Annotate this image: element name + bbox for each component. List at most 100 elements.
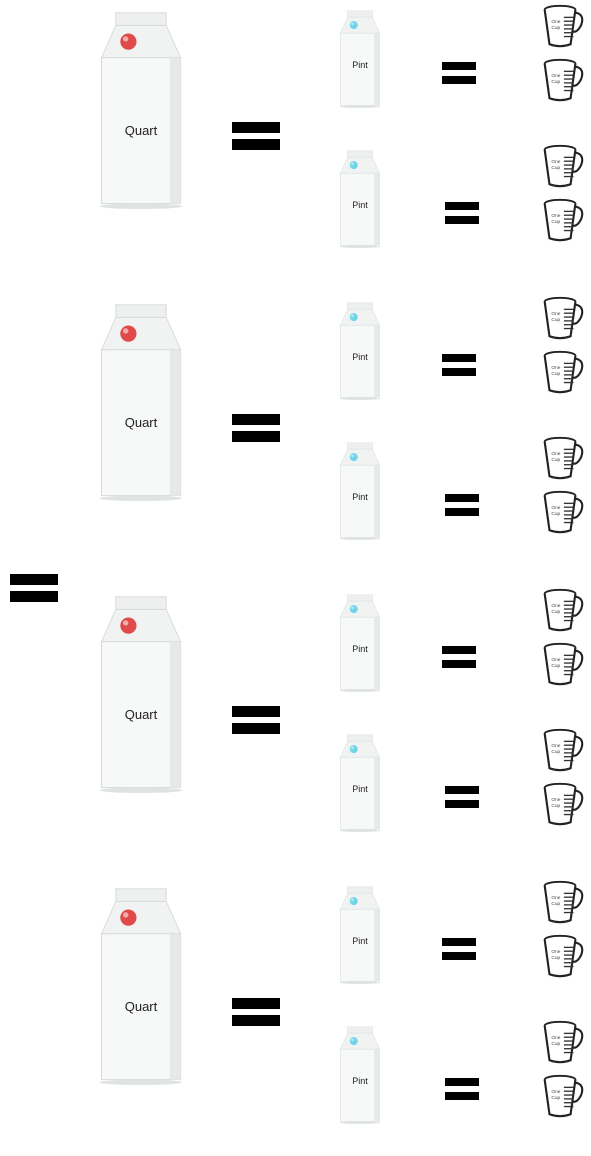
svg-text:Cup: Cup — [551, 803, 560, 809]
pint-carton-shape — [330, 594, 390, 692]
svg-text:Cup: Cup — [551, 79, 560, 85]
quart-carton-icon: Quart — [96, 886, 186, 1086]
svg-text:One: One — [551, 1035, 560, 1041]
pint-carton-shape — [330, 1026, 390, 1124]
svg-text:One: One — [551, 1089, 560, 1095]
pint-carton-shape — [330, 734, 390, 832]
svg-text:Cup: Cup — [551, 609, 560, 615]
svg-text:One: One — [551, 19, 560, 25]
pint-carton-icon: Pint — [330, 442, 390, 540]
pint-cap — [350, 161, 358, 169]
svg-text:One: One — [551, 797, 560, 803]
pint-carton-shape — [330, 10, 390, 108]
pint-carton-shape — [330, 886, 390, 984]
svg-text:One: One — [551, 895, 560, 901]
quart-carton-shape — [96, 10, 186, 210]
pint-cap — [350, 453, 358, 461]
pint-label: Pint — [330, 936, 390, 946]
quart-label: Quart — [96, 415, 186, 430]
svg-text:One: One — [551, 365, 560, 371]
svg-text:Cup: Cup — [551, 511, 560, 517]
svg-text:Cup: Cup — [551, 457, 560, 463]
pint-label: Pint — [330, 352, 390, 362]
quart-carton-icon: Quart — [96, 594, 186, 794]
equals-sign — [445, 786, 479, 808]
equals-sign — [442, 354, 476, 376]
svg-text:Cup: Cup — [551, 955, 560, 961]
pint-carton-shape — [330, 302, 390, 400]
svg-text:One: One — [551, 213, 560, 219]
pint-cap — [350, 313, 358, 321]
pint-label: Pint — [330, 784, 390, 794]
quart-cap — [120, 910, 136, 926]
svg-text:Cup: Cup — [551, 1095, 560, 1101]
equals-sign — [232, 706, 280, 734]
measuring-cup-icon: OneCup — [536, 56, 586, 104]
svg-text:Cup: Cup — [551, 901, 560, 907]
svg-text:Cup: Cup — [551, 663, 560, 669]
pint-carton-shape — [330, 442, 390, 540]
equals-sign — [442, 62, 476, 84]
quart-carton-icon: Quart — [96, 10, 186, 210]
svg-text:Cup: Cup — [551, 25, 560, 31]
svg-text:One: One — [551, 505, 560, 511]
pint-label: Pint — [330, 492, 390, 502]
quart-carton-shape — [96, 302, 186, 502]
pint-cap — [350, 897, 358, 905]
quart-carton-shape — [96, 886, 186, 1086]
svg-text:One: One — [551, 743, 560, 749]
pint-cap — [350, 21, 358, 29]
pint-carton-icon: Pint — [330, 10, 390, 108]
pint-label: Pint — [330, 644, 390, 654]
svg-text:One: One — [551, 73, 560, 79]
equals-sign — [445, 494, 479, 516]
quart-label: Quart — [96, 123, 186, 138]
quart-label: Quart — [96, 707, 186, 722]
quart-cap — [120, 618, 136, 634]
pint-carton-shape — [330, 150, 390, 248]
equals-sign — [442, 938, 476, 960]
equals-sign — [232, 998, 280, 1026]
quart-carton-shape — [96, 594, 186, 794]
pint-cap — [350, 745, 358, 753]
pint-label: Pint — [330, 1076, 390, 1086]
equals-sign — [232, 414, 280, 442]
svg-text:Cup: Cup — [551, 1041, 560, 1047]
quart-cap — [120, 34, 136, 50]
svg-text:One: One — [551, 451, 560, 457]
svg-text:One: One — [551, 311, 560, 317]
pint-carton-icon: Pint — [330, 734, 390, 832]
quart-carton-icon: Quart — [96, 302, 186, 502]
equals-sign — [442, 646, 476, 668]
pint-cap — [350, 1037, 358, 1045]
pint-carton-icon: Pint — [330, 594, 390, 692]
svg-text:Cup: Cup — [551, 317, 560, 323]
pint-cap — [350, 605, 358, 613]
svg-text:One: One — [551, 159, 560, 165]
svg-text:One: One — [551, 657, 560, 663]
pint-carton-icon: Pint — [330, 1026, 390, 1124]
pint-carton-icon: Pint — [330, 302, 390, 400]
quart-label: Quart — [96, 999, 186, 1014]
svg-text:Cup: Cup — [551, 219, 560, 225]
svg-text:One: One — [551, 603, 560, 609]
equals-sign — [445, 202, 479, 224]
pint-label: Pint — [330, 200, 390, 210]
